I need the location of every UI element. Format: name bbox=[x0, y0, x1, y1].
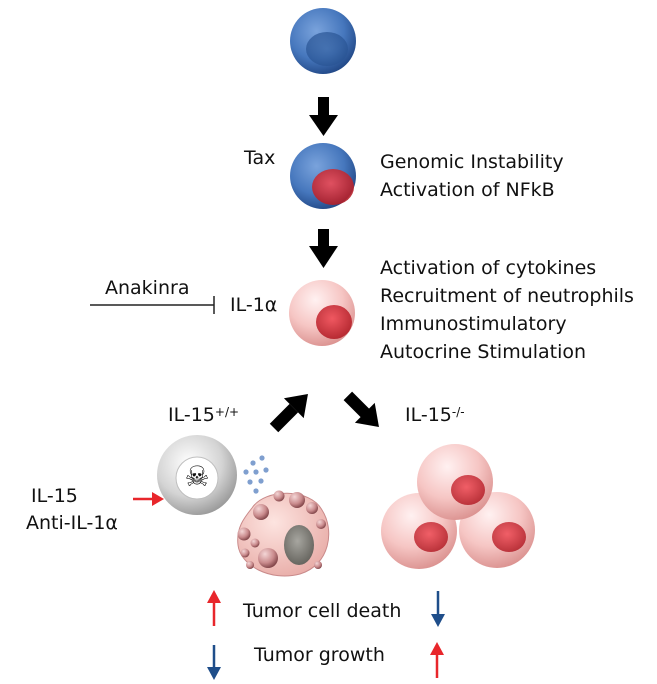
effect-autocrine-stimulation: Autocrine Stimulation bbox=[380, 341, 587, 363]
down-arrow-2 bbox=[309, 229, 338, 268]
effect-immunostimulatory: Immunostimulatory bbox=[380, 313, 567, 335]
il15-wildtype-label: IL-15+/+ bbox=[168, 404, 240, 426]
proliferating-tumor-cells bbox=[381, 444, 535, 569]
effect-genomic-instability: Genomic Instability bbox=[380, 151, 564, 173]
down-arrow-1 bbox=[309, 97, 338, 136]
inhibition-line bbox=[90, 296, 215, 314]
tax-effects-list: Genomic Instability Activation of NFkB bbox=[380, 148, 564, 204]
down-arrow-growth-left bbox=[207, 645, 221, 680]
nk-effector-cell bbox=[157, 435, 237, 515]
down-arrow-cell-death-right bbox=[431, 591, 445, 627]
skull-crossbones-icon: ☠ bbox=[184, 460, 210, 493]
treatment-arrow bbox=[133, 492, 164, 506]
secreted-granules bbox=[243, 455, 269, 494]
effect-neutrophil-recruitment: Recruitment of neutrophils bbox=[380, 285, 634, 307]
up-arrow-cell-death-left bbox=[207, 590, 221, 626]
treatment-label: IL-15 Anti-IL-1α bbox=[26, 483, 118, 537]
normal-t-cell bbox=[290, 8, 356, 74]
effect-cytokine-activation: Activation of cytokines bbox=[380, 257, 597, 279]
tumor-cell-death-label: Tumor cell death bbox=[243, 600, 402, 622]
effect-nfkb-activation: Activation of NFkB bbox=[380, 179, 555, 201]
treatment-anti-il1a: Anti-IL-1α bbox=[26, 512, 118, 534]
tax-label: Tax bbox=[244, 147, 276, 169]
tumor-growth-label: Tumor growth bbox=[254, 644, 385, 666]
apoptotic-tumor-cell bbox=[237, 490, 330, 577]
diagonal-arrow-left bbox=[269, 394, 308, 433]
up-arrow-growth-right bbox=[430, 642, 444, 678]
diagonal-arrow-right bbox=[343, 391, 379, 427]
il1a-effects-list: Activation of cytokines Recruitment of n… bbox=[380, 254, 634, 366]
anakinra-label: Anakinra bbox=[105, 277, 190, 299]
il1a-label: IL-1α bbox=[230, 294, 278, 316]
il15-knockout-label: IL-15-/- bbox=[405, 404, 465, 426]
tax-infected-cell bbox=[290, 143, 356, 209]
treatment-il15: IL-15 bbox=[31, 485, 78, 507]
il1a-expressing-cell bbox=[289, 280, 355, 346]
